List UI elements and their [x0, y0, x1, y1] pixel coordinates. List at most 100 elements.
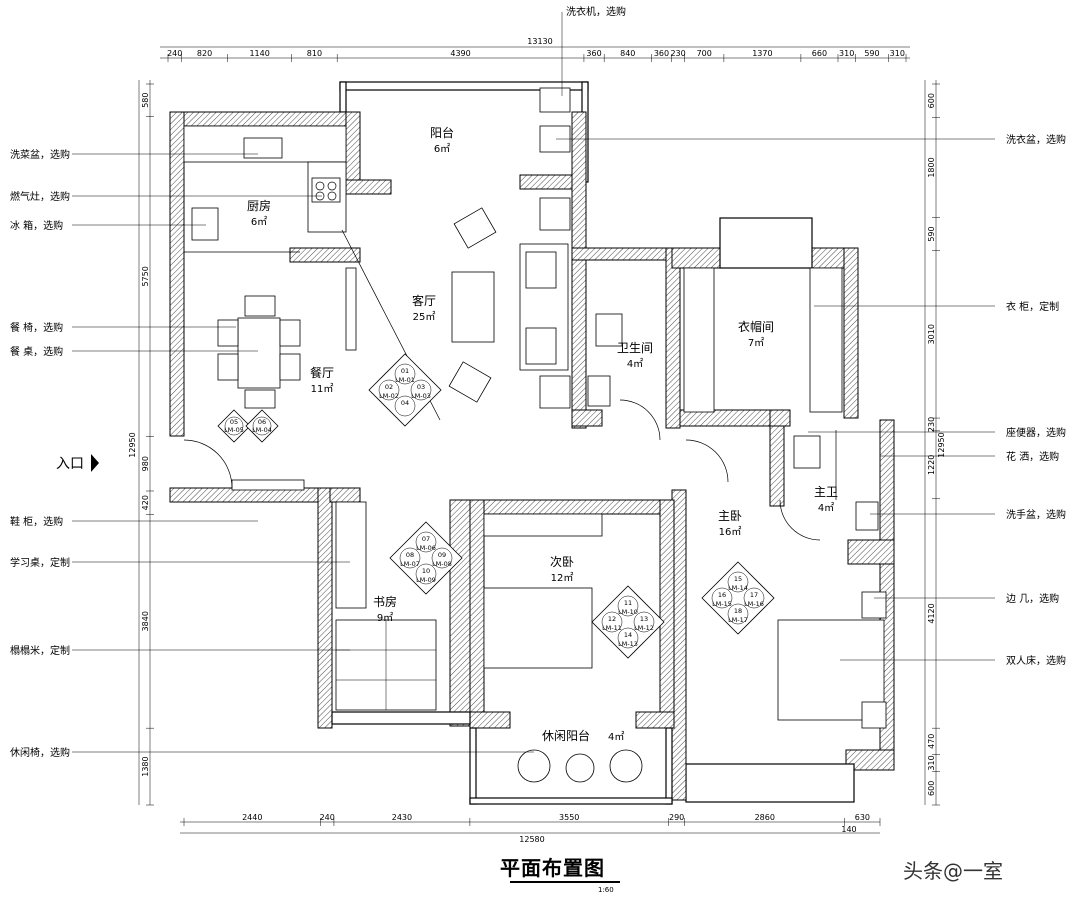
light-number: 04 [401, 399, 409, 407]
room-area: 4㎡ [627, 358, 643, 370]
callout-label: 冰 箱，选购 [10, 219, 63, 232]
drawing-scale: 1:60 [598, 886, 614, 894]
callout-label: 燃气灶，选购 [10, 190, 70, 203]
light-code: LM-08 [432, 560, 452, 568]
dimension-value: 290 [669, 813, 684, 822]
callout-label: 休闲椅，选购 [10, 746, 70, 759]
side-table-icon [565, 753, 595, 783]
room-name: 主卫 [814, 485, 838, 499]
room-area: 4㎡ [818, 502, 834, 514]
light-number: 07 [422, 535, 430, 543]
dimension-value: 700 [697, 49, 712, 58]
callout-label: 洗衣机，选购 [566, 5, 626, 18]
light-code: LM-02 [379, 392, 399, 400]
room-name: 衣帽间 [738, 319, 774, 334]
callout-label: 衣 柜，定制 [1006, 300, 1059, 313]
entrance-arrow-icon [91, 454, 99, 472]
toilet-icon-master [793, 435, 821, 469]
dimension-value: 2430 [392, 813, 412, 822]
room-name: 休闲阳台 [542, 728, 590, 743]
dimension-value: 590 [864, 49, 879, 58]
room-name: 餐厅 [310, 365, 334, 380]
watermark: 头条@一室 [903, 859, 1003, 883]
dimension-value: 310 [927, 755, 936, 770]
room-area: 12㎡ [551, 572, 574, 584]
room-area: 6㎡ [434, 143, 450, 155]
dimension-value: 470 [927, 734, 936, 749]
dimension-value: 980 [141, 456, 150, 471]
left-total-dimension: 12950 [128, 432, 137, 457]
light-code: LM-04 [252, 426, 272, 434]
light-number: 16 [718, 591, 726, 599]
room-area: 4㎡ [608, 731, 624, 743]
callout-label: 座便器，选购 [1006, 426, 1066, 439]
room-area: 11㎡ [311, 383, 334, 395]
basin-icon [587, 375, 611, 407]
room-name: 次卧 [550, 555, 574, 569]
light-number: 12 [608, 615, 616, 623]
callout-label: 洗手盆，选购 [1006, 508, 1066, 521]
wardrobe-left [683, 267, 715, 413]
light-code: LM-05 [224, 426, 244, 434]
dimension-value: 3840 [141, 611, 150, 631]
callout-label: 双人床，选购 [1006, 654, 1066, 667]
dimension-value: 3550 [559, 813, 579, 822]
dimension-value: 5750 [141, 266, 150, 286]
dimension-value: 4120 [927, 603, 936, 623]
entrance-marker: 入口 [56, 454, 99, 472]
dimension-value: 230 [927, 417, 936, 432]
dimension-value: 310 [890, 49, 905, 58]
light-number: 11 [624, 599, 632, 607]
room-name: 客厅 [412, 293, 436, 308]
room-area: 25㎡ [413, 311, 436, 323]
dimension-value: 230 [670, 49, 685, 58]
dimension-value: 420 [141, 495, 150, 510]
callouts-left: 洗菜盆，选购 燃气灶，选购 冰 箱，选购 餐 椅，选购 餐 桌，选购 鞋 柜，选… [10, 148, 70, 759]
light-number: 17 [750, 591, 758, 599]
sink-icon [243, 137, 283, 159]
light-code: LM-06 [416, 544, 436, 552]
dimension-value: 660 [812, 49, 827, 58]
callout-label: 鞋 柜，选购 [10, 515, 63, 528]
dimension-value: 360 [654, 49, 669, 58]
dimension-value: 600 [927, 93, 936, 108]
callout-label: 餐 椅，选购 [10, 321, 63, 334]
callout-label: 边 几，选购 [1006, 592, 1059, 605]
dimension-value: 580 [141, 93, 150, 108]
dimension-value: 590 [927, 226, 936, 241]
armchair-icon [453, 207, 497, 249]
light-number: 02 [385, 383, 393, 391]
bottom-total-dimension: 12580 [519, 835, 544, 844]
room-area: 9㎡ [377, 612, 393, 624]
stove-icon [311, 177, 341, 203]
light-number: 03 [417, 383, 425, 391]
dimension-value: 840 [620, 49, 635, 58]
dimension-value: 1380 [141, 756, 150, 776]
light-code: LM-17 [728, 616, 748, 624]
light-number: 13 [640, 615, 648, 623]
light-number: 05 [230, 418, 238, 426]
light-number: 10 [422, 567, 430, 575]
room-name: 书房 [373, 594, 397, 609]
room-name: 阳台 [430, 125, 454, 140]
dimension-value: 1140 [249, 49, 269, 58]
armchair-icon [448, 361, 492, 403]
light-number: 14 [624, 631, 632, 639]
light-code: LM-12 [634, 624, 654, 632]
callout-label: 花 洒，选购 [1006, 450, 1059, 463]
left-dimensions: 12950 580 5750 980 420 3840 1380 [128, 80, 154, 806]
callout-label: 洗衣盆，选购 [1006, 133, 1066, 146]
basin-icon-master [855, 501, 879, 531]
dimension-value: 820 [197, 49, 212, 58]
light-code: LM-13 [618, 640, 638, 648]
dimension-value: 310 [839, 49, 854, 58]
